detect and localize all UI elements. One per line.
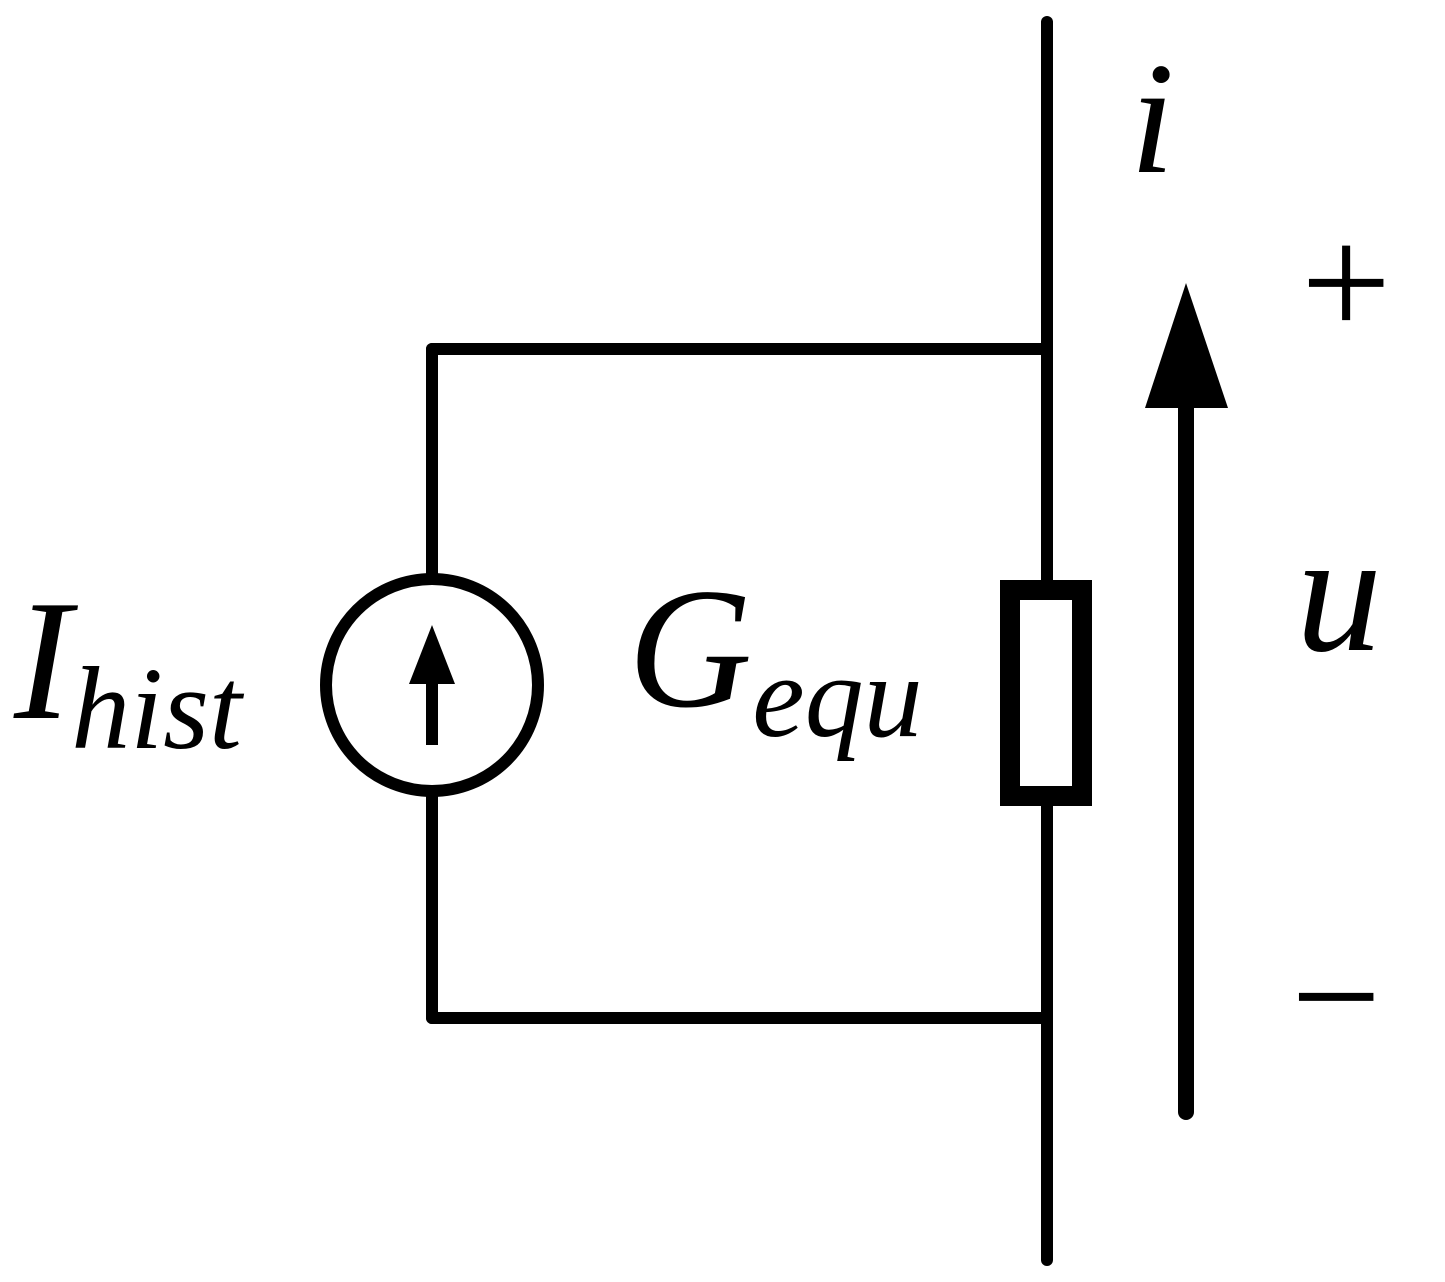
conductance-label-sub: equ — [752, 631, 922, 762]
conductance-label: Gequ — [628, 554, 923, 762]
voltage-label: u — [1296, 498, 1382, 688]
voltage-arrow — [1145, 283, 1228, 1120]
current-source-label-main: I — [13, 566, 78, 756]
plus-sign: + — [1301, 193, 1391, 371]
current-source-symbol — [320, 573, 544, 797]
current-source-arrow-head — [409, 625, 455, 684]
minus-sign: − — [1291, 907, 1381, 1085]
current-source-label-sub: hist — [71, 643, 245, 774]
conductance-label-main: G — [628, 554, 752, 744]
current-label: i — [1130, 29, 1174, 207]
voltage-arrow-head — [1145, 283, 1228, 408]
current-source-label: Ihist — [13, 566, 245, 774]
conductance-symbol — [1000, 580, 1092, 806]
conductance-body — [1000, 580, 1092, 806]
